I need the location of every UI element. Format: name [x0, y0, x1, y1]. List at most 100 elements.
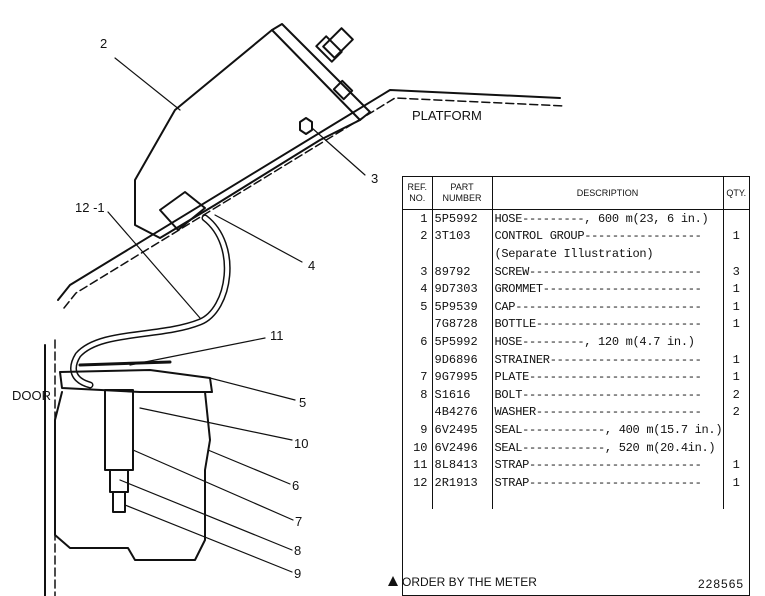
door-label: DOOR [12, 388, 51, 403]
part-number-cell: 6V2496 [432, 438, 493, 457]
description-cell-text: GROMMET----------------------- [494, 282, 702, 297]
description-cell-text: CAP--------------------------- [494, 299, 702, 314]
ref-cell [403, 315, 433, 334]
leader-4 [214, 214, 303, 263]
header-description: DESCRIPTION [492, 177, 724, 210]
bottle-strap [78, 360, 172, 367]
description-cell-text: SEAL------------, 400 m(15.7 in.) [494, 422, 723, 437]
table-row: (Separate Illustration) [403, 245, 749, 263]
ref-cell-text: 8 [420, 387, 428, 402]
description-cell-text: HOSE---------, 600 m(23, 6 in.) [494, 211, 709, 226]
control-knob-lower [332, 79, 354, 101]
part-number-cell: 5P9539 [432, 297, 493, 316]
description-cell: GROMMET----------------------- [492, 280, 724, 298]
description-cell: SEAL------------, 400 m(15.7 in.) [492, 421, 724, 439]
platform-edge [57, 89, 561, 301]
description-cell-text: CONTROL GROUP----------------- [494, 229, 702, 244]
header-ref-no: REF. NO. [403, 177, 433, 210]
ref-cell: 2 [403, 227, 433, 246]
qty-cell-text: 1 [732, 352, 740, 367]
part-number-cell: 8L8413 [432, 456, 493, 474]
qty-cell-text: 1 [732, 299, 740, 314]
leader-11 [129, 337, 266, 366]
qty-cell: 1 [723, 368, 749, 386]
description-cell: BOLT-------------------------- [492, 385, 724, 404]
qty-cell: 1 [723, 351, 749, 369]
qty-cell-text: 1 [732, 282, 740, 297]
qty-cell: 1 [723, 228, 749, 246]
part-number-cell: 89792 [432, 262, 493, 281]
leader-7 [132, 449, 294, 521]
part-number-cell-text: 9G7995 [434, 370, 478, 385]
part-number-cell: 4B4276 [432, 403, 493, 422]
description-cell: (Separate Illustration) [492, 245, 724, 263]
description-cell: SEAL------------, 520 m(20.4in.) [492, 438, 724, 457]
part-number-cell-text: 7G8728 [434, 317, 478, 332]
qty-cell-text: 3 [732, 264, 740, 279]
qty-cell: 1 [723, 456, 749, 474]
control-knob-cap [322, 27, 354, 59]
description-cell: WASHER------------------------ [492, 403, 724, 422]
header-part-number: PART NUMBER [432, 177, 493, 210]
part-number-cell: 5P5992 [432, 333, 493, 351]
qty-cell-text: 1 [732, 458, 740, 473]
description-cell-text: WASHER------------------------ [494, 405, 702, 420]
ref-cell: 8 [403, 385, 433, 404]
description-cell: PLATE------------------------- [492, 368, 724, 386]
qty-cell-text: 1 [732, 370, 740, 385]
part-number-cell-text: 2R1913 [434, 475, 478, 490]
ref-cell-text: 5 [420, 299, 428, 314]
leader-6 [207, 449, 291, 485]
ref-cell: 5 [403, 297, 433, 316]
leader-12-1 [107, 211, 201, 319]
callout-6: 6 [292, 478, 299, 493]
qty-cell: 1 [723, 298, 749, 316]
callout-4: 4 [308, 258, 315, 273]
qty-cell: 2 [723, 386, 749, 404]
part-number-cell: 7G8728 [432, 315, 493, 334]
platform-edge-dashed [63, 97, 566, 309]
part-number-cell-text: 9D7303 [434, 282, 478, 297]
callout-12-1: 12 -1 [75, 200, 105, 215]
qty-cell: 1 [723, 280, 749, 298]
part-number-cell-text: 9D6896 [434, 352, 478, 367]
qty-cell [723, 333, 749, 351]
description-cell-text: SCREW------------------------- [494, 264, 702, 279]
ref-cell: 1 [403, 209, 433, 228]
empty-cell [403, 491, 433, 510]
ref-cell: 11 [403, 456, 433, 474]
callout-10: 10 [294, 436, 308, 451]
hose [70, 214, 231, 389]
empty-cell [432, 491, 493, 510]
bottle-cap [59, 369, 213, 393]
description-cell: STRAP------------------------- [492, 473, 724, 492]
part-number-cell: 5P5992 [432, 209, 493, 228]
callout-2: 2 [100, 36, 107, 51]
part-number-cell: S1616 [432, 385, 493, 404]
ref-cell-text: 12 [413, 475, 428, 490]
part-number-cell: 9D7303 [432, 280, 493, 298]
part-number-cell-text: 6V2495 [434, 422, 478, 437]
leader-5 [209, 377, 296, 401]
grommet [159, 191, 206, 231]
leader-9 [124, 504, 293, 573]
callout-11: 11 [270, 328, 284, 343]
description-cell: BOTTLE------------------------ [492, 315, 724, 334]
callout-7: 7 [295, 514, 302, 529]
ref-cell-text: 1 [420, 211, 428, 226]
control-group-housing [134, 29, 361, 239]
callout-5: 5 [299, 395, 306, 410]
description-cell: HOSE---------, 120 m(4.7 in.) [492, 333, 724, 351]
